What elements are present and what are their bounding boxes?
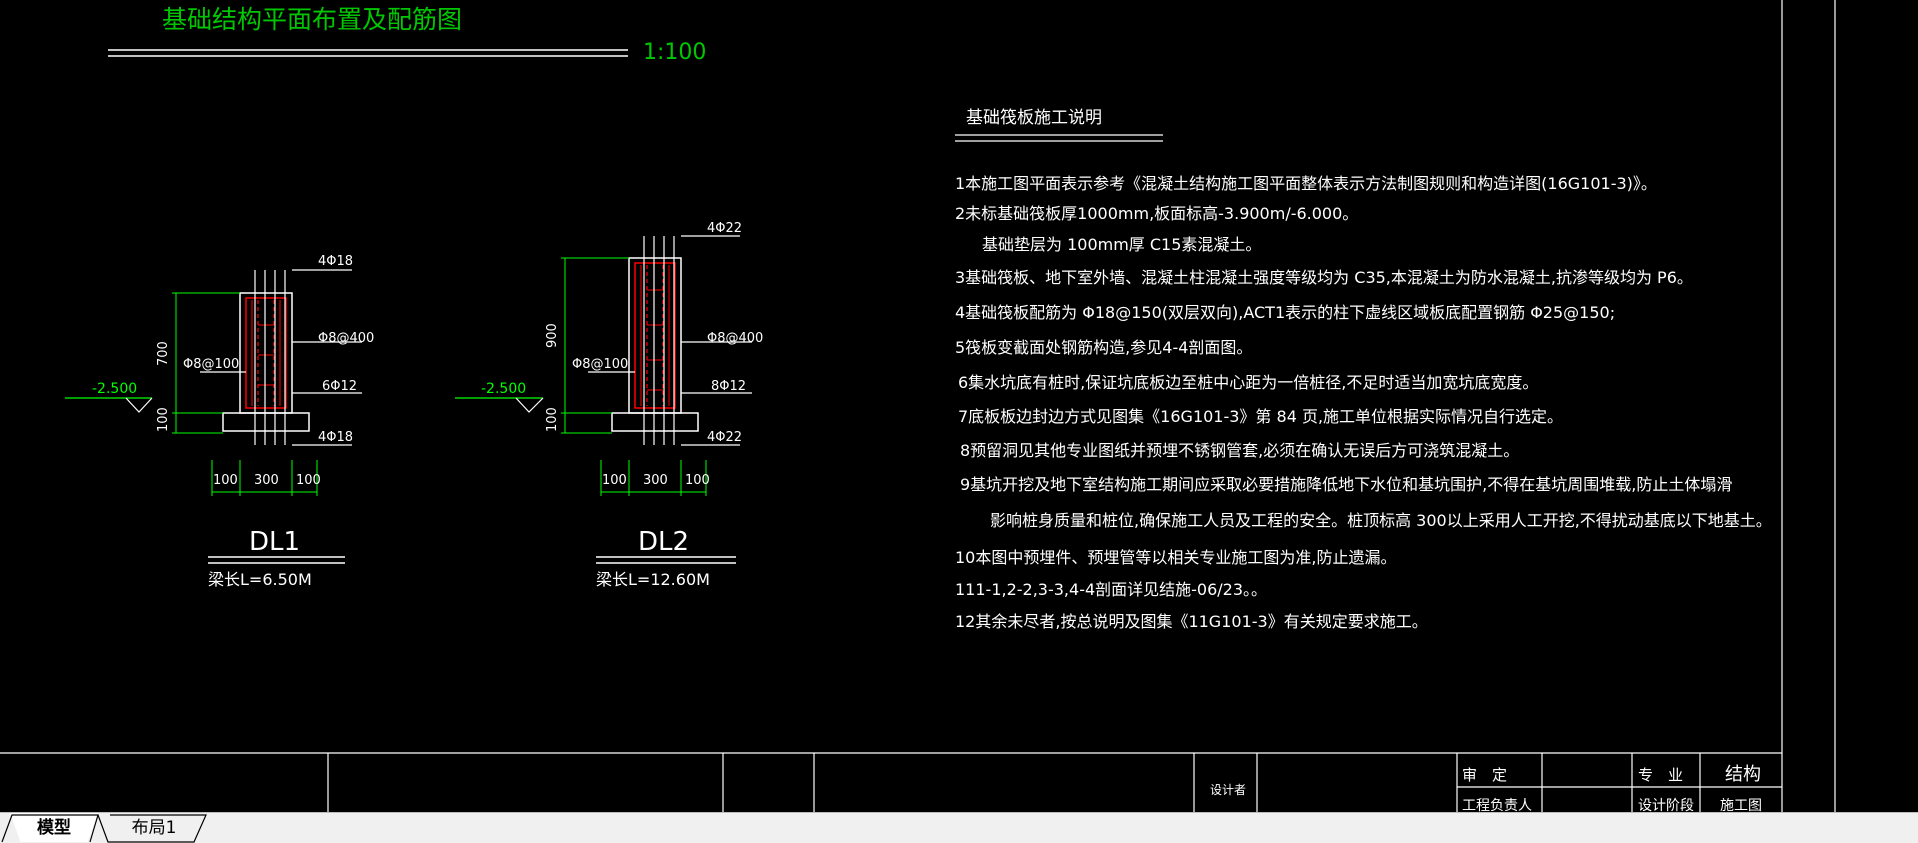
left-stirrup-label: Φ8@100 xyxy=(572,357,628,372)
note-line: 6集水坑底有桩时,保证坑底板边至桩中心距为一倍桩径,不足时适当加宽坑底宽度。 xyxy=(958,373,1538,392)
stirrup-label: Φ8@400 xyxy=(707,331,763,346)
width-dim: 300 xyxy=(254,473,279,488)
note-line: 12其余未尽者,按总说明及图集《11G101-3》有关规定要求施工。 xyxy=(955,612,1428,631)
cushion-outline xyxy=(611,412,699,432)
cushion-dim: 100 xyxy=(545,407,560,432)
beam-outline xyxy=(239,292,293,414)
note-line: 1本施工图平面表示参考《混凝土结构施工图平面整体表示方法制图规则和构造详图(16… xyxy=(955,174,1657,193)
drawing-canvas[interactable]: 基础结构平面布置及配筋图 1:100 基础筏板施工说明 1本施工图平面表示参考《… xyxy=(0,0,1918,812)
tab-outline xyxy=(1,814,207,843)
beam-length: 梁长L=12.60M xyxy=(596,570,710,589)
level-triangle xyxy=(125,397,153,413)
stirrup-outline xyxy=(245,297,287,409)
height-dim: 900 xyxy=(545,323,560,348)
note-line: 10本图中预埋件、预埋管等以相关专业施工图为准,防止遗漏。 xyxy=(955,548,1396,567)
tab-layout1[interactable]: 布局1 xyxy=(100,813,208,842)
height-dim: 700 xyxy=(156,341,171,366)
layout-tab-bar: 模型 布局1 xyxy=(0,812,1918,843)
title-block: 设计者 审 定 工程负责人 专 业 结构 设计阶段 施工图 xyxy=(0,752,1782,812)
width-dim: 100 xyxy=(602,473,627,488)
level-triangle xyxy=(515,397,544,413)
section-dl2[interactable]: 4Φ22 Φ8@400 8Φ12 4Φ22 Φ8@100 900 100 -2.… xyxy=(455,221,763,589)
approve-label: 审 定 xyxy=(1462,766,1507,784)
note-line: 111-1,2-2,3-3,4-4剖面详见结施-06/23。。 xyxy=(955,580,1267,599)
bottom-bar-label: 4Φ18 xyxy=(318,430,353,445)
side-bar-label: 6Φ12 xyxy=(322,379,357,394)
section-name: DL1 xyxy=(249,527,300,557)
width-dim: 100 xyxy=(296,473,321,488)
tab-model[interactable]: 模型 xyxy=(10,813,98,842)
note-line: 3基础筏板、地下室外墙、混凝土柱混凝土强度等级均为 C35,本混凝土为防水混凝土… xyxy=(955,268,1693,287)
note-line: 5筏板变截面处钢筋构造,参见4-4剖面图。 xyxy=(955,338,1252,357)
stage-label: 设计阶段 xyxy=(1638,798,1694,812)
stirrup-outline xyxy=(634,262,676,409)
drawing-title: 基础结构平面布置及配筋图 xyxy=(162,5,462,34)
note-line: 基础垫层为 100mm厚 C15素混凝土。 xyxy=(982,235,1261,254)
note-line: 2未标基础筏板厚1000mm,板面标高-3.900m/-6.000。 xyxy=(955,204,1358,223)
top-bar-label: 4Φ18 xyxy=(318,254,353,269)
section-name: DL2 xyxy=(638,527,689,557)
width-dim: 100 xyxy=(213,473,238,488)
note-line: 4基础筏板配筋为 Φ18@150(双层双向),ACT1表示的柱下虚线区域板底配置… xyxy=(955,303,1615,322)
note-line: 8预留洞见其他专业图纸并预埋不锈钢管套,必须在确认无误后方可浇筑混凝土。 xyxy=(960,441,1519,460)
discipline-label: 专 业 xyxy=(1638,766,1683,784)
cushion-dim: 100 xyxy=(156,407,171,432)
width-dim: 300 xyxy=(643,473,668,488)
note-line: 7底板板边封边方式见图集《16G101-3》第 84 页,施工单位根据实际情况自… xyxy=(958,407,1563,426)
level-label: -2.500 xyxy=(481,381,526,397)
stirrup-label: Φ8@400 xyxy=(318,331,374,346)
stage-value: 施工图 xyxy=(1720,798,1762,812)
engineer-label: 工程负责人 xyxy=(1462,798,1532,812)
note-line: 影响桩身质量和桩位,确保施工人员及工程的安全。桩顶标高 300以上采用人工开挖,… xyxy=(990,511,1772,530)
width-dim: 100 xyxy=(685,473,710,488)
left-stirrup-label: Φ8@100 xyxy=(183,357,239,372)
discipline-value: 结构 xyxy=(1725,764,1761,785)
cushion-outline xyxy=(222,412,310,432)
top-bar-label: 4Φ22 xyxy=(707,221,742,236)
designer-label: 设计者 xyxy=(1210,783,1246,797)
beam-length: 梁长L=6.50M xyxy=(208,570,312,589)
note-line: 9基坑开挖及地下室结构施工期间应采取必要措施降低地下水位和基坑围护,不得在基坑周… xyxy=(960,475,1732,494)
construction-notes: 基础筏板施工说明 1本施工图平面表示参考《混凝土结构施工图平面整体表示方法制图规… xyxy=(955,108,1772,631)
notes-title: 基础筏板施工说明 xyxy=(966,108,1102,128)
drawing-scale: 1:100 xyxy=(643,40,706,65)
bottom-bar-label: 4Φ22 xyxy=(707,430,742,445)
section-dl1[interactable]: 4Φ18 Φ8@400 6Φ12 4Φ18 Φ8@100 700 100 -2.… xyxy=(65,254,374,589)
level-label: -2.500 xyxy=(92,381,137,397)
side-bar-label: 8Φ12 xyxy=(711,379,746,394)
